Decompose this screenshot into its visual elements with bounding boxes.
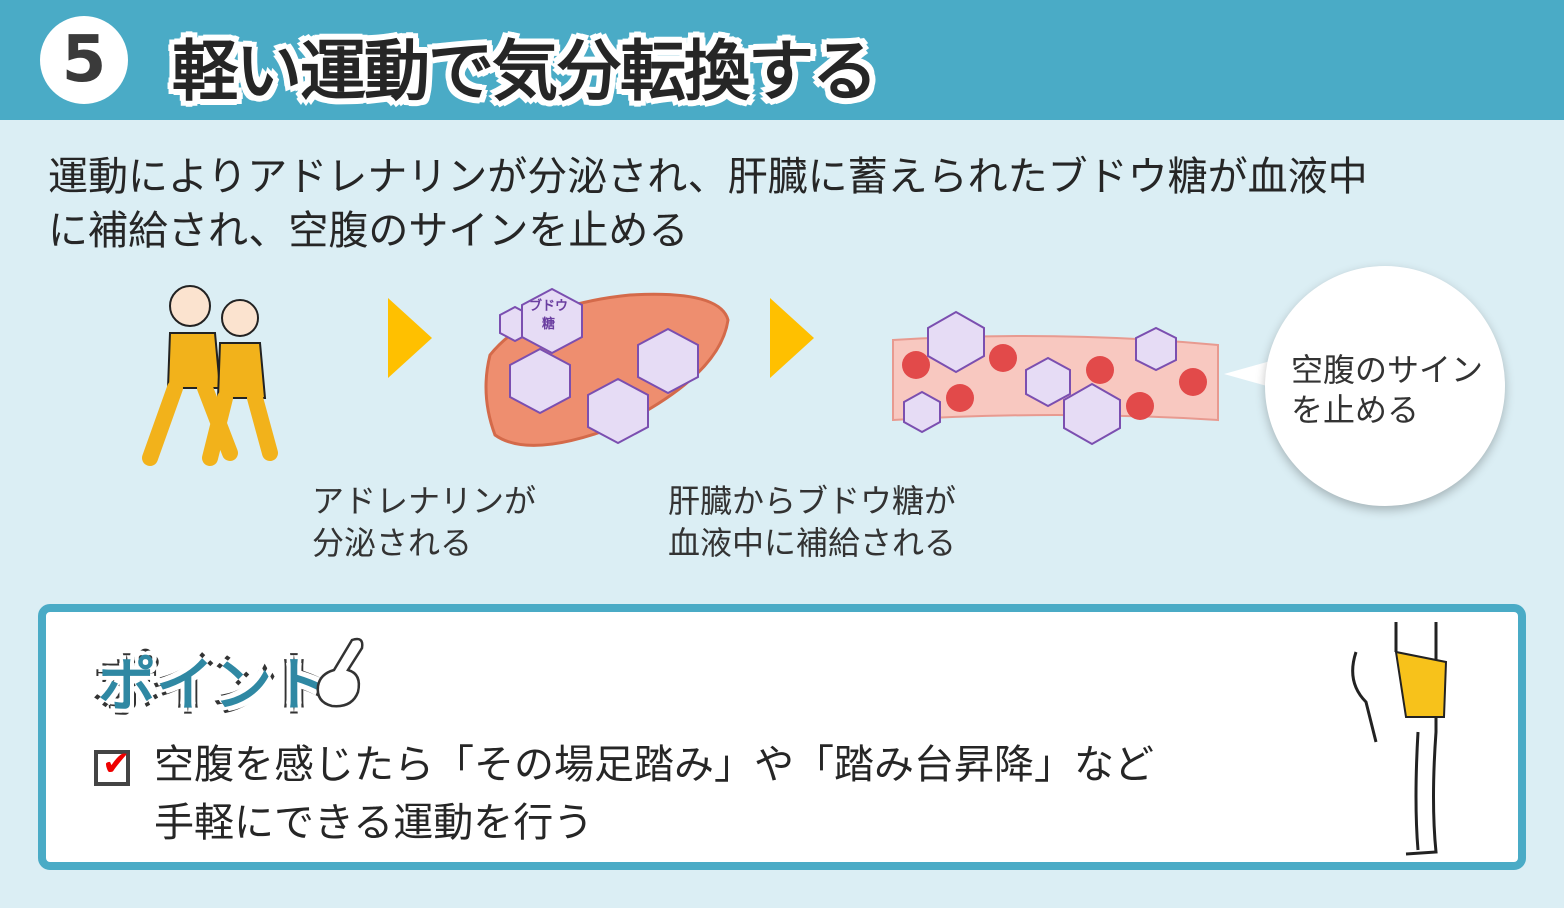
pointing-hand-icon	[316, 637, 364, 708]
blood-vessel-illustration	[892, 310, 1219, 446]
page-title: 軽い運動で気分転換する	[172, 33, 878, 110]
intro-line: に補給され、空腹のサインを止める	[48, 208, 689, 254]
header-banner: 5 軽い運動で気分転換する	[0, 0, 1564, 120]
bubble-line: を止める	[1291, 391, 1420, 429]
point-box: ポイント ✔ 空腹を感じたら「その場足踏み」や「踏み台昇降」など手軽にできる運動…	[38, 604, 1526, 870]
checkbox-icon: ✔	[94, 744, 131, 786]
arrow-right-icon	[770, 298, 814, 378]
glucose-hexagon-label: ブドウ糖	[529, 299, 569, 332]
intro-line: 運動によりアドレナリンが分泌され、肝臓に蓄えられたブドウ糖が血液中	[48, 154, 1368, 200]
runners-illustration	[142, 285, 278, 466]
point-title: ポイント	[98, 651, 331, 719]
arrow-right-icon	[388, 298, 432, 378]
stepping-legs-illustration	[1351, 622, 1448, 856]
liver-illustration	[484, 287, 730, 447]
bubble-line: 空腹のサイン	[1291, 351, 1484, 389]
intro-text: 運動によりアドレナリンが分泌され、肝臓に蓄えられたブドウ糖が血液中 に補給され、…	[48, 150, 1528, 258]
step-number-badge: 5	[40, 16, 128, 104]
caption-glucose: 肝臓からブドウ糖が血液中に補給される	[668, 482, 957, 562]
caption-adrenaline: アドレナリンが分泌される	[312, 482, 537, 562]
speech-bubble: 空腹のサイン を止める	[1265, 266, 1505, 506]
point-text: 空腹を感じたら「その場足踏み」や「踏み台昇降」など手軽にできる運動を行う	[154, 742, 1154, 846]
